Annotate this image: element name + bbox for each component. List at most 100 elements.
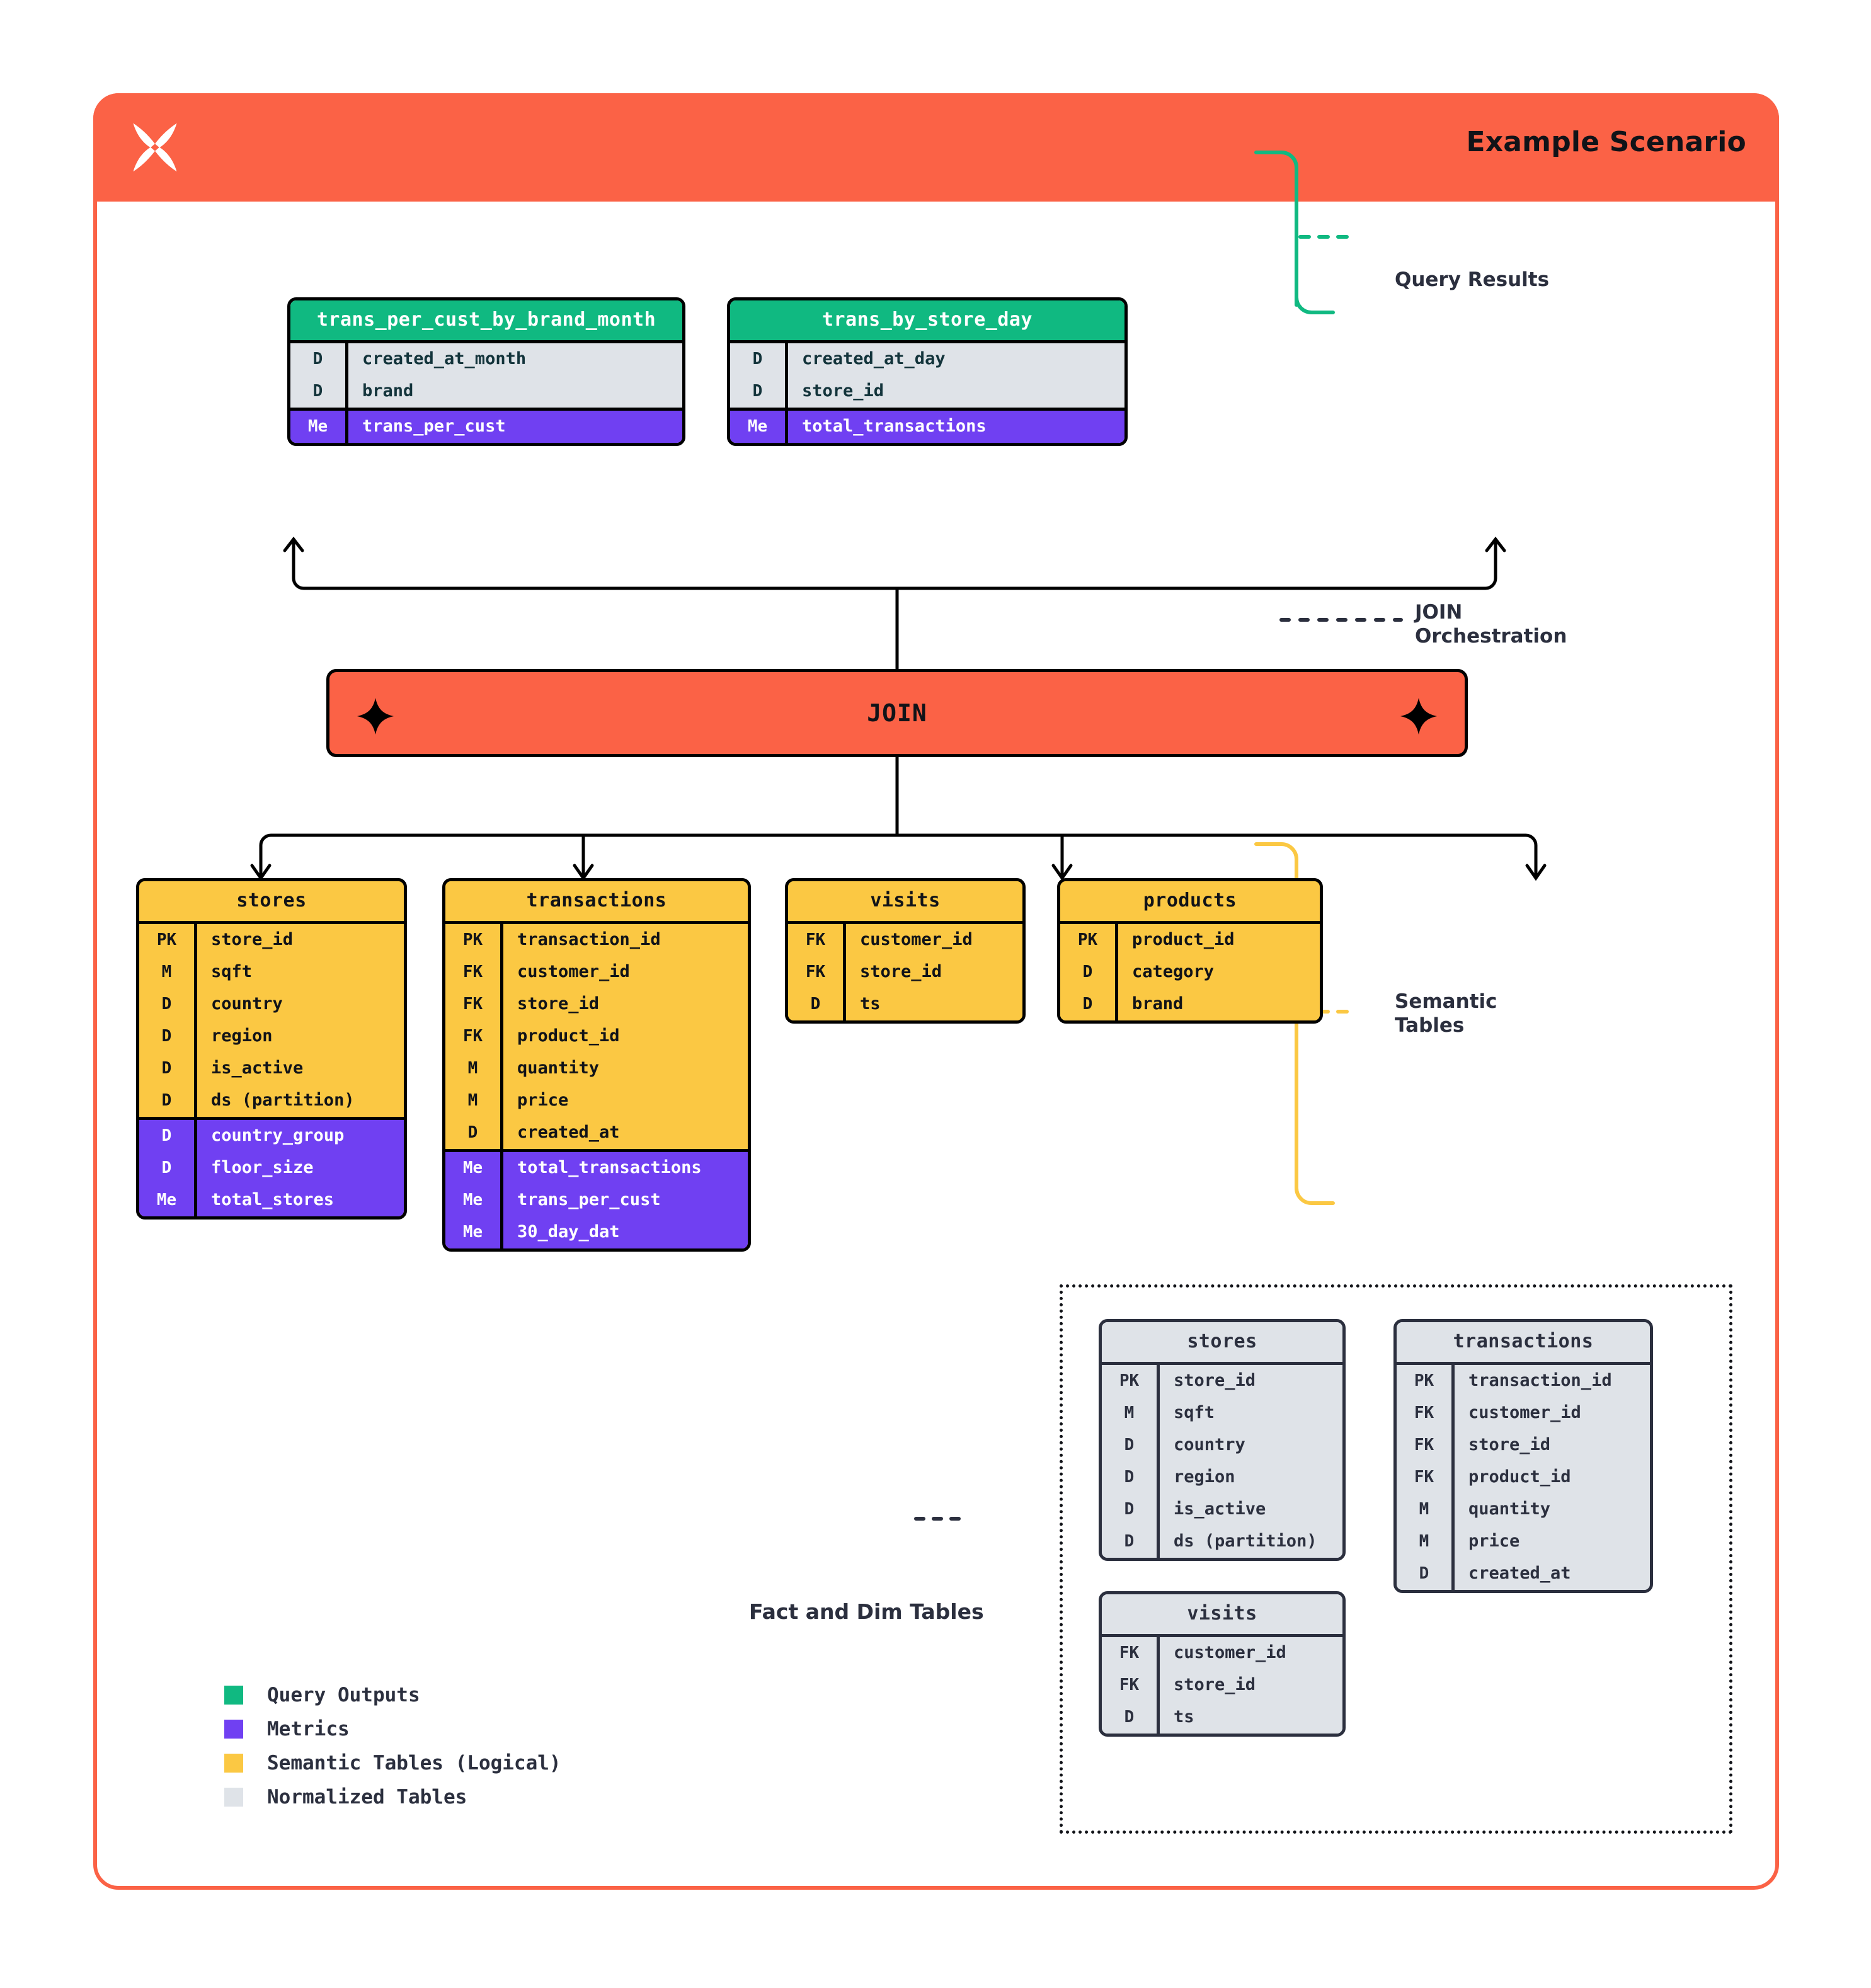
sparkle-icon bbox=[356, 697, 395, 736]
row-key: Me bbox=[290, 411, 348, 443]
normalized-table-visits[interactable]: visits FK customer_id FK store_id D ts bbox=[1099, 1591, 1346, 1737]
annotation-line-1: JOIN bbox=[1415, 601, 1463, 624]
legend: Query Outputs Metrics Semantic Tables (L… bbox=[224, 1678, 561, 1814]
row-field: product_id bbox=[1468, 1467, 1571, 1487]
join-orchestration-bar[interactable]: JOIN bbox=[326, 669, 1468, 757]
semantic-table-products[interactable]: products PK product_id D category D bran… bbox=[1057, 878, 1323, 1024]
row-key: D bbox=[139, 1085, 197, 1117]
row-key: FK bbox=[788, 956, 846, 988]
table-header: trans_by_store_day bbox=[730, 300, 1124, 343]
dimension-rows: FK customer_id FK store_id D ts bbox=[788, 924, 1022, 1020]
row-key: FK bbox=[788, 924, 846, 956]
normalized-table-transactions[interactable]: transactions PK transaction_id FK custom… bbox=[1393, 1319, 1653, 1593]
row-field: total_transactions bbox=[802, 416, 987, 436]
table-row: FK store_id bbox=[445, 988, 748, 1020]
table-row: PK store_id bbox=[139, 924, 404, 956]
table-row: PK product_id bbox=[1060, 924, 1320, 956]
row-key: D bbox=[139, 1152, 197, 1184]
row-key: Me bbox=[730, 411, 788, 443]
table-row: D store_id bbox=[730, 375, 1124, 408]
table-row: Me total_transactions bbox=[445, 1152, 748, 1184]
card-header: Example Scenario bbox=[93, 93, 1779, 202]
table-header: transactions bbox=[1397, 1322, 1650, 1365]
table-row: D is_active bbox=[1102, 1494, 1342, 1526]
dimension-rows: PK transaction_id FK customer_id FK stor… bbox=[445, 924, 748, 1149]
row-field: quantity bbox=[1468, 1499, 1551, 1519]
normalized-table-stores[interactable]: stores PK store_id M sqft D country D re… bbox=[1099, 1319, 1346, 1561]
butterfly-x-logo-icon bbox=[125, 117, 185, 178]
row-key: D bbox=[1060, 988, 1118, 1020]
row-field: created_at bbox=[1468, 1563, 1571, 1583]
table-row: FK customer_id bbox=[788, 924, 1022, 956]
row-field: quantity bbox=[517, 1058, 600, 1078]
semantic-table-transactions[interactable]: transactions PK transaction_id FK custom… bbox=[442, 878, 751, 1252]
table-header: stores bbox=[139, 881, 404, 924]
row-field: country bbox=[1174, 1435, 1245, 1454]
table-row: D created_at bbox=[445, 1117, 748, 1149]
page-title: Example Scenario bbox=[1466, 126, 1746, 158]
row-key: FK bbox=[445, 988, 503, 1020]
legend-color-swatch bbox=[224, 1686, 243, 1705]
row-field: is_active bbox=[1174, 1499, 1266, 1519]
table-header: transactions bbox=[445, 881, 748, 924]
row-field: trans_per_cust bbox=[517, 1190, 661, 1209]
dimension-rows: D created_at_month D brand bbox=[290, 343, 682, 408]
row-field: region bbox=[1174, 1467, 1235, 1487]
row-key: D bbox=[730, 375, 788, 408]
row-key: PK bbox=[1060, 924, 1118, 956]
table-row: Me total_stores bbox=[139, 1184, 404, 1216]
table-row: D is_active bbox=[139, 1053, 404, 1085]
table-row: D region bbox=[139, 1020, 404, 1053]
table-row: Me 30_day_dat bbox=[445, 1216, 748, 1248]
row-field: transaction_id bbox=[1468, 1371, 1612, 1390]
table-row: FK store_id bbox=[1397, 1429, 1650, 1461]
join-label: JOIN bbox=[867, 699, 927, 727]
table-row: D country bbox=[1102, 1429, 1342, 1461]
dimension-rows: D created_at_day D store_id bbox=[730, 343, 1124, 408]
table-row: D created_at bbox=[1397, 1558, 1650, 1590]
sparkle-icon bbox=[1399, 697, 1438, 736]
legend-color-swatch bbox=[224, 1788, 243, 1807]
query-result-table-trans-per-cust-by-brand-month[interactable]: trans_per_cust_by_brand_month D created_… bbox=[287, 297, 685, 446]
table-row: D created_at_month bbox=[290, 343, 682, 375]
row-key: M bbox=[1397, 1526, 1455, 1558]
table-row: PK transaction_id bbox=[445, 924, 748, 956]
legend-label: Normalized Tables bbox=[267, 1786, 467, 1808]
semantic-table-stores[interactable]: stores PK store_id M sqft D country D re… bbox=[136, 878, 407, 1220]
row-key: D bbox=[139, 988, 197, 1020]
annotation-line-1: Semantic Tables bbox=[1395, 990, 1497, 1037]
table-header: visits bbox=[1102, 1594, 1342, 1637]
row-field: ds (partition) bbox=[211, 1090, 355, 1110]
row-field: total_stores bbox=[211, 1190, 335, 1209]
row-key: D bbox=[139, 1120, 197, 1152]
row-key: D bbox=[1102, 1429, 1160, 1461]
row-field: store_id bbox=[1468, 1435, 1551, 1454]
table-row: Me trans_per_cust bbox=[290, 411, 682, 443]
legend-item: Query Outputs bbox=[224, 1678, 561, 1712]
row-field: country bbox=[211, 994, 283, 1014]
row-field: region bbox=[211, 1026, 273, 1046]
row-field: product_id bbox=[1132, 930, 1235, 949]
metric-rows: Me total_transactions bbox=[730, 408, 1124, 443]
dimension-rows: FK customer_id FK store_id D ts bbox=[1102, 1637, 1342, 1734]
row-field: store_id bbox=[517, 994, 600, 1014]
row-key: D bbox=[1102, 1494, 1160, 1526]
table-row: D ds (partition) bbox=[1102, 1526, 1342, 1558]
row-key: Me bbox=[445, 1216, 503, 1248]
row-field: store_id bbox=[1174, 1675, 1256, 1694]
table-row: FK store_id bbox=[1102, 1669, 1342, 1701]
row-key: D bbox=[445, 1117, 503, 1149]
row-field: store_id bbox=[1174, 1371, 1256, 1390]
row-field: store_id bbox=[802, 381, 884, 401]
semantic-table-visits[interactable]: visits FK customer_id FK store_id D ts bbox=[785, 878, 1026, 1024]
row-key: FK bbox=[1102, 1669, 1160, 1701]
dimension-rows: PK store_id M sqft D country D region D bbox=[139, 924, 404, 1117]
legend-label: Semantic Tables (Logical) bbox=[267, 1752, 561, 1774]
table-row: M quantity bbox=[1397, 1494, 1650, 1526]
row-key: Me bbox=[445, 1184, 503, 1216]
table-row: FK customer_id bbox=[1397, 1397, 1650, 1429]
row-field: product_id bbox=[517, 1026, 620, 1046]
table-row: M quantity bbox=[445, 1053, 748, 1085]
row-key: D bbox=[788, 988, 846, 1020]
query-result-table-trans-by-store-day[interactable]: trans_by_store_day D created_at_day D st… bbox=[727, 297, 1128, 446]
